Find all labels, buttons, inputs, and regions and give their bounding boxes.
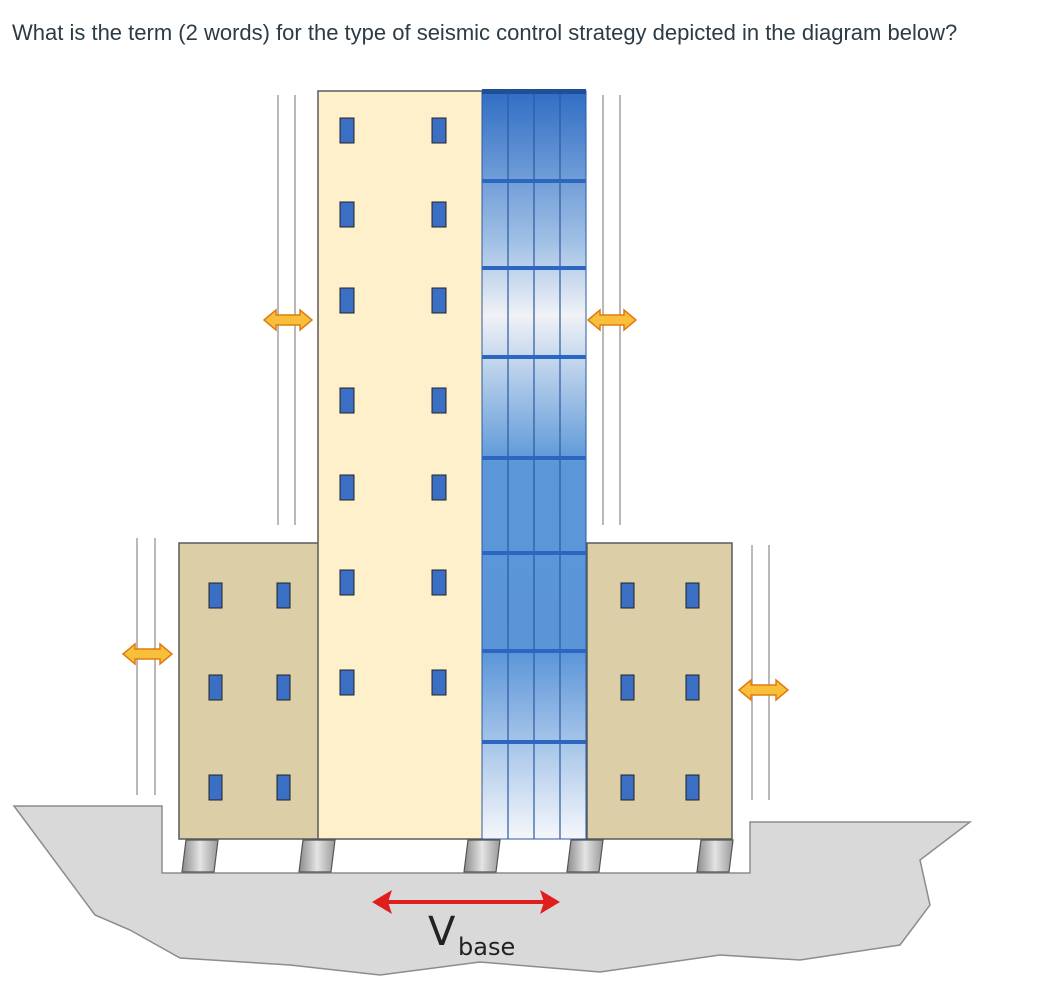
base-isolator-icon (181, 839, 219, 873)
base-isolator-icon (566, 839, 604, 873)
central-tower (317, 90, 484, 840)
double-arrow-icon (262, 308, 314, 332)
ground (12, 805, 973, 976)
base-isolator-icon (696, 839, 734, 873)
base-shear-label: V (428, 909, 456, 955)
base-isolators (181, 839, 734, 873)
sway-arrows (121, 308, 790, 702)
glass-facade (481, 89, 587, 840)
base-isolator-icon (298, 839, 336, 873)
double-arrow-icon (586, 308, 638, 332)
question-text: What is the term (2 words) for the type … (12, 20, 958, 45)
base-isolator-icon (463, 839, 501, 873)
double-arrow-icon (121, 642, 174, 666)
base-shear-arrow (372, 890, 560, 914)
right-building (586, 542, 733, 840)
left-building (178, 542, 321, 840)
double-arrow-icon (737, 678, 790, 702)
base-shear-subscript: base (458, 933, 515, 961)
motion-lines (136, 95, 770, 800)
